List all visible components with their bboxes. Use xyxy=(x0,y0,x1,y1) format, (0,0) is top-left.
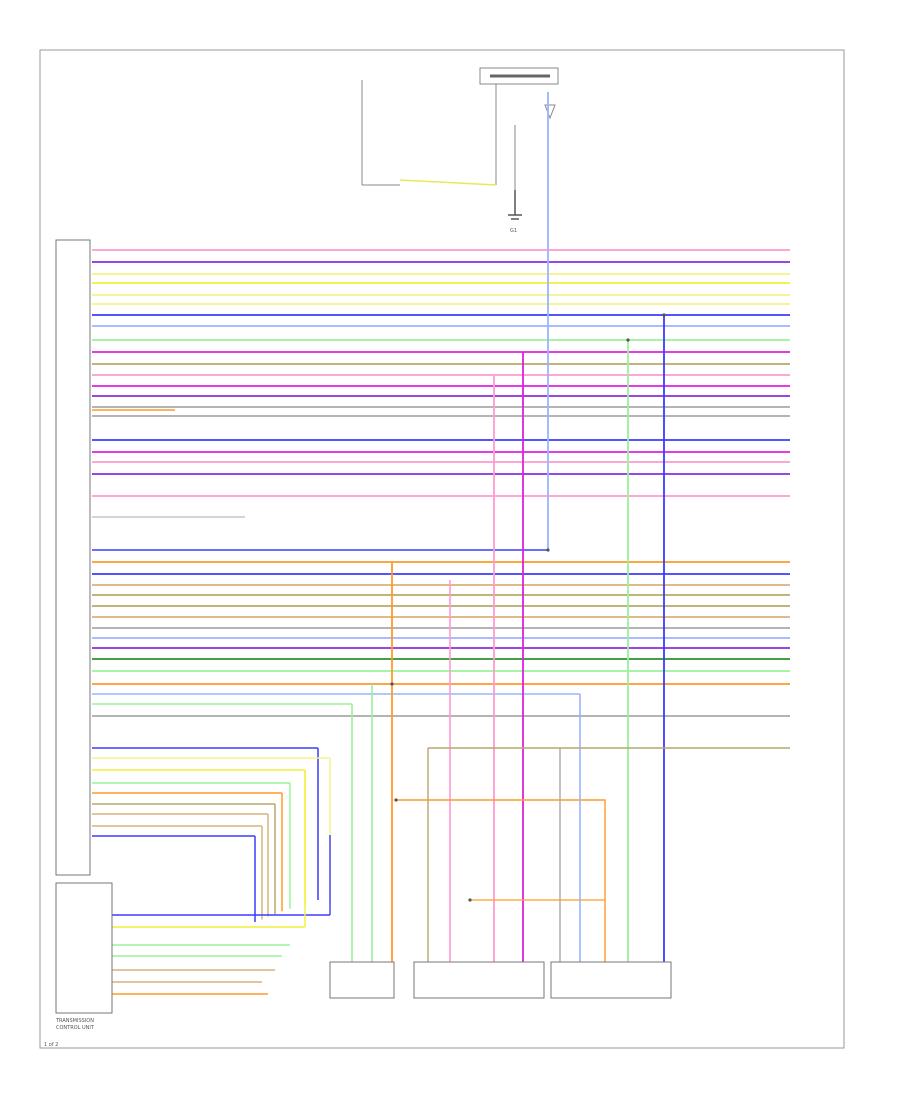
sensor-box-a xyxy=(329,961,395,999)
transmission-control-unit xyxy=(55,882,113,1014)
splice-point xyxy=(662,313,666,317)
sensor-box-b xyxy=(413,961,545,999)
wire-run-46 xyxy=(396,799,606,962)
main-controller-module xyxy=(55,239,91,876)
diagram-frame xyxy=(39,49,845,1049)
footer-code: 1 of 2 xyxy=(44,1042,58,1048)
top-relay xyxy=(479,67,559,190)
sensor-box-c xyxy=(550,961,672,999)
splice-point xyxy=(468,898,472,902)
splice-point xyxy=(394,798,398,802)
splice-point xyxy=(626,338,630,342)
top-switch xyxy=(361,80,497,186)
ground-symbol: G1 xyxy=(508,190,522,234)
splice-point xyxy=(546,548,550,552)
ground-label: G1 xyxy=(510,228,517,234)
splice-point xyxy=(390,682,394,686)
wire-harness xyxy=(92,92,790,995)
transmission-control-unit-label-2: CONTROL UNIT xyxy=(56,1025,95,1031)
connector-pins xyxy=(390,313,666,902)
transmission-control-unit-label-1: TRANSMISSION xyxy=(55,1018,94,1024)
